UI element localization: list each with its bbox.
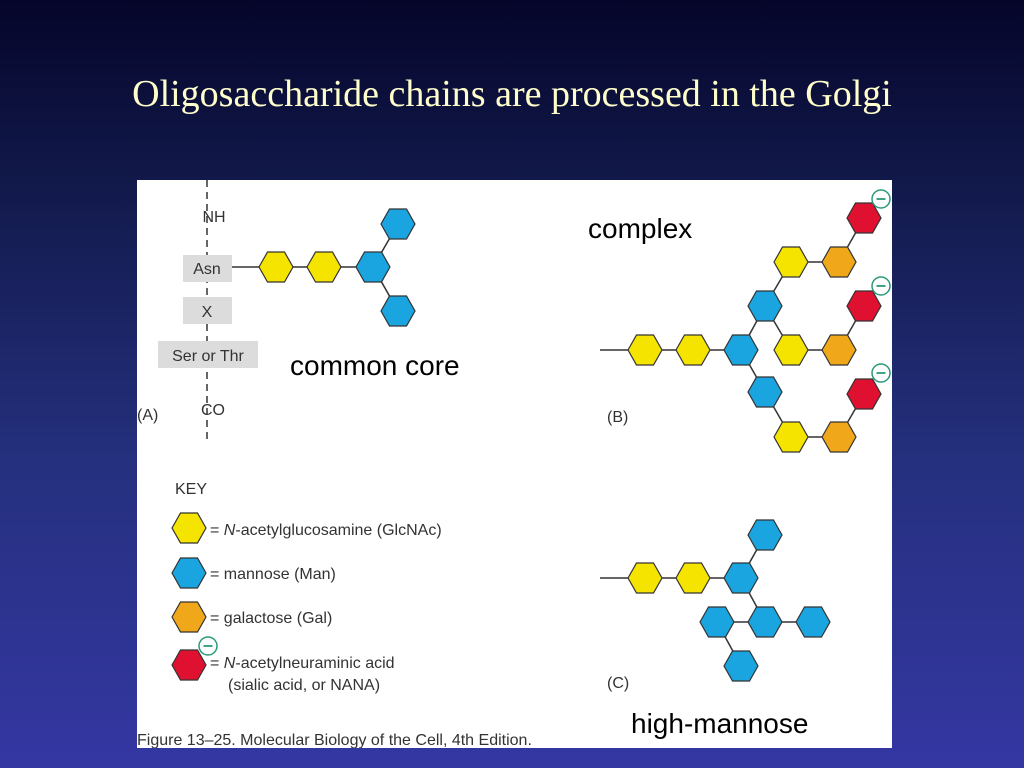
negative-charge-icon: [871, 276, 891, 296]
negative-charge-icon: [871, 363, 891, 383]
negative-charge-icon: [198, 636, 218, 656]
glcnac-hexagon: [773, 246, 809, 278]
peptide-x-box: [183, 297, 232, 324]
mannose-hexagon: [380, 208, 416, 240]
mannose-hexagon: [699, 606, 735, 638]
mannose-hexagon: [747, 376, 783, 408]
mannose-hexagon: [747, 606, 783, 638]
sialic-hexagon: [846, 378, 882, 410]
mannose-hexagon: [355, 251, 391, 283]
glcnac-hexagon: [306, 251, 342, 283]
galactose-hexagon: [821, 246, 857, 278]
mannose-hexagon: [723, 334, 759, 366]
glcnac-hexagon: [627, 562, 663, 594]
glcnac-hexagon: [675, 562, 711, 594]
galactose-key-swatch: [171, 601, 207, 633]
key-item-glcnac: = N-acetylglucosamine (GlcNAc): [210, 522, 442, 539]
peptide-asn-box: [183, 255, 232, 282]
peptide-ser-thr-box: [158, 341, 258, 368]
peptide-co-label: CO: [201, 402, 225, 419]
mannose-hexagon: [747, 519, 783, 551]
oligosaccharide-diagram: NH Asn X Ser or Thr CO (A) common core c…: [137, 180, 891, 748]
sialic-hexagon: [846, 290, 882, 322]
glcnac-hexagon: [773, 421, 809, 453]
figure-caption: Figure 13–25. Molecular Biology of the C…: [137, 732, 532, 748]
common-core-label: common core: [290, 350, 460, 381]
key-item-sialic: = N-acetylneuraminic acid: [210, 655, 395, 672]
high-mannose-label: high-mannose: [631, 708, 808, 739]
key-item-galactose: = galactose (Gal): [210, 610, 332, 627]
peptide-ser-thr-label: Ser or Thr: [172, 348, 244, 365]
negative-charge-icon: [871, 189, 891, 209]
key-title: KEY: [175, 481, 207, 498]
glcnac-hexagon: [675, 334, 711, 366]
glcnac-hexagon: [773, 334, 809, 366]
sialic-hexagon: [846, 202, 882, 234]
peptide-asn-label: Asn: [193, 261, 221, 278]
peptide-x-label: X: [202, 304, 213, 321]
glcnac-key-swatch: [171, 512, 207, 544]
mannose-hexagon: [380, 295, 416, 327]
mannose-hexagon: [723, 650, 759, 682]
galactose-hexagon: [821, 421, 857, 453]
panel-c-label: (C): [607, 675, 629, 692]
galactose-hexagon: [821, 334, 857, 366]
mannose-hexagon: [795, 606, 831, 638]
slide-title: Oligosaccharide chains are processed in …: [132, 73, 892, 115]
glcnac-hexagon: [258, 251, 294, 283]
figure-panel: NH Asn X Ser or Thr CO (A) common core c…: [137, 180, 892, 748]
panel-a-label: (A): [137, 407, 158, 424]
sialic-key-swatch: [171, 649, 207, 681]
mannose-key-swatch: [171, 557, 207, 589]
complex-label: complex: [588, 213, 692, 244]
mannose-hexagon: [747, 290, 783, 322]
key-item-mannose: = mannose (Man): [210, 566, 336, 583]
peptide-nh-label: NH: [202, 209, 225, 226]
key-item-sialic-line2: (sialic acid, or NANA): [228, 677, 380, 694]
panel-b-label: (B): [607, 409, 628, 426]
glcnac-hexagon: [627, 334, 663, 366]
mannose-hexagon: [723, 562, 759, 594]
